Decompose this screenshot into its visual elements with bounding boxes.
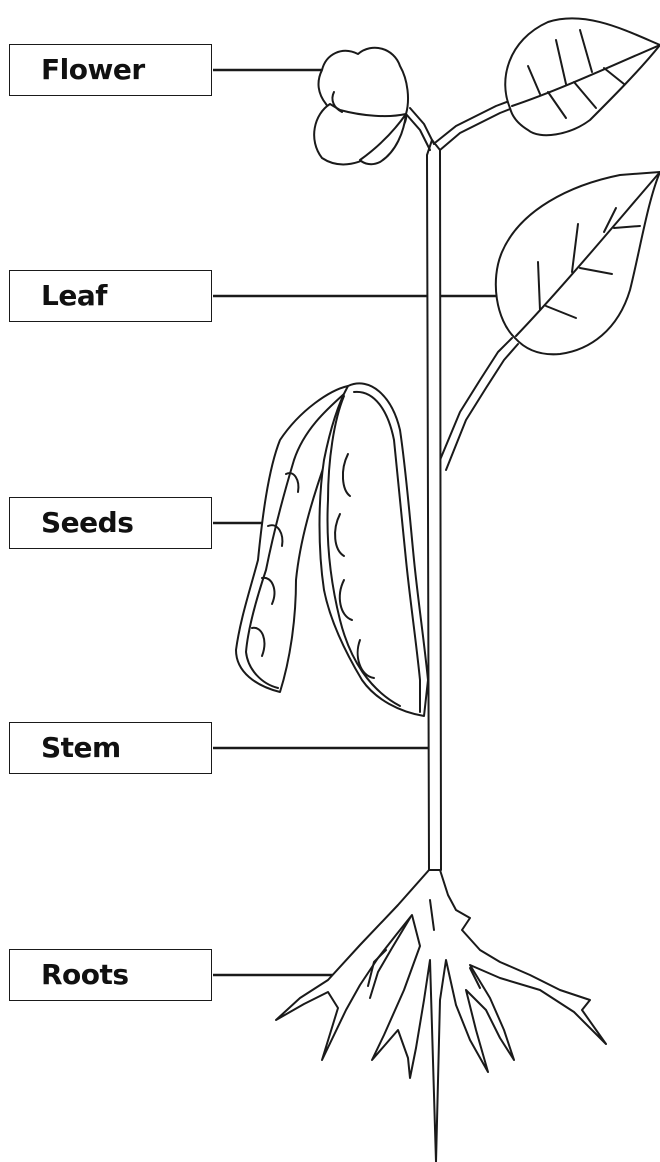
right-seed-pod: [320, 383, 429, 716]
stem-label: Stem: [41, 732, 121, 764]
roots-label: Roots: [41, 959, 129, 991]
seed-pods: [236, 383, 428, 716]
flower-label-box: Flower: [9, 44, 212, 96]
stem-label-box: Stem: [9, 722, 212, 774]
stem: [427, 140, 441, 870]
upper-leaf: [436, 18, 660, 150]
roots-label-box: Roots: [9, 949, 212, 1001]
roots: [276, 870, 606, 1162]
flower-label: Flower: [41, 54, 145, 86]
leaf-label: Leaf: [41, 280, 107, 312]
seeds-label-box: Seeds: [9, 497, 212, 549]
flower: [314, 48, 434, 165]
middle-leaf: [440, 172, 660, 470]
seeds-label: Seeds: [41, 507, 133, 539]
leaf-label-box: Leaf: [9, 270, 212, 322]
